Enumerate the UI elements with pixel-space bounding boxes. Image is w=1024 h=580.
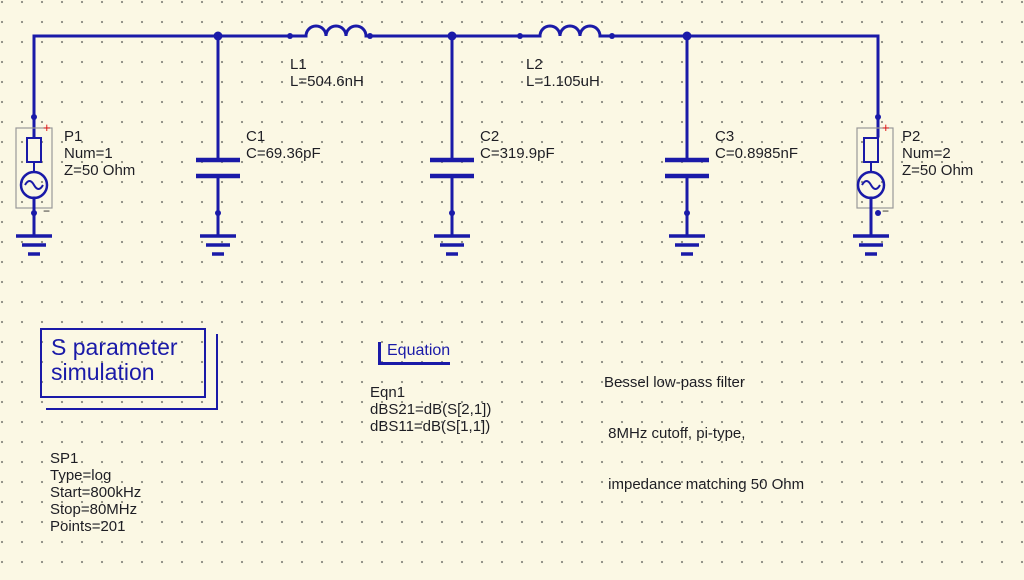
- equation-block-label: Equation: [387, 342, 451, 359]
- equation-name: Eqn1: [370, 384, 406, 401]
- filter-description-line3: impedance matching 50 Ohm: [604, 476, 805, 493]
- simulation-title-line2: simulation: [51, 359, 155, 385]
- s-parameter-simulation-block[interactable]: S parameter simulation: [40, 328, 206, 398]
- simulation-type: Type=log: [50, 467, 112, 484]
- inductor-l2[interactable]: [518, 24, 614, 38]
- c2-name: C2: [480, 128, 500, 145]
- p2-name: P2: [902, 128, 921, 145]
- capacitor-c3[interactable]: [665, 34, 709, 238]
- l2-label: L2 L=1.105uH: [526, 56, 600, 90]
- pin-node: [367, 33, 373, 39]
- p1-num: Num=1: [64, 145, 113, 162]
- c3-label: C3 C=0.8985nF: [715, 128, 798, 162]
- c3-value: C=0.8985nF: [715, 145, 798, 162]
- p1-impedance: Z=50 Ohm: [64, 162, 136, 179]
- l1-label: L1 L=504.6nH: [290, 56, 364, 90]
- filter-description-line2: 8MHz cutoff, pi-type,: [604, 425, 746, 442]
- simulation-points: Points=201: [50, 518, 126, 535]
- p1-name: P1: [64, 128, 83, 145]
- p1-label: P1 Num=1 Z=50 Ohm: [64, 128, 135, 179]
- equation-dbs21: dBS21=dB(S[2,1]): [370, 401, 492, 418]
- p2-num: Num=2: [902, 145, 951, 162]
- simulation-box-shadow: [46, 334, 218, 410]
- simulation-title-line1: S parameter: [51, 334, 178, 360]
- c1-value: C=69.36pF: [246, 145, 321, 162]
- pin-node: [517, 33, 523, 39]
- c2-label: C2 C=319.9pF: [480, 128, 555, 162]
- plus-sign: +: [882, 120, 890, 135]
- minus-sign: −: [43, 204, 51, 218]
- l2-name: L2: [526, 56, 543, 73]
- equation-dbs11: dBS11=dB(S[1,1]): [370, 418, 491, 435]
- pin-node: [287, 33, 293, 39]
- simulation-properties: SP1 Type=log Start=800kHz Stop=80MHz Poi…: [50, 450, 141, 535]
- ground-symbol[interactable]: [16, 234, 52, 256]
- c3-name: C3: [715, 128, 735, 145]
- simulation-stop: Stop=80MHz: [50, 501, 138, 518]
- l2-value: L=1.105uH: [526, 73, 600, 90]
- ground-symbol[interactable]: [669, 234, 705, 256]
- port-p2[interactable]: [856, 34, 894, 238]
- inductor-l1[interactable]: [288, 24, 374, 38]
- ground-symbol[interactable]: [434, 234, 470, 256]
- capacitor-c1[interactable]: [196, 34, 240, 238]
- filter-description-line1: Bessel low-pass filter: [604, 374, 745, 391]
- ground-symbol[interactable]: [853, 234, 889, 256]
- l1-name: L1: [290, 56, 307, 73]
- plus-sign: +: [43, 120, 51, 135]
- pin-node: [609, 33, 615, 39]
- c1-name: C1: [246, 128, 266, 145]
- simulation-start: Start=800kHz: [50, 484, 142, 501]
- capacitor-c2[interactable]: [430, 34, 474, 238]
- c2-value: C=319.9pF: [480, 145, 555, 162]
- p2-impedance: Z=50 Ohm: [902, 162, 974, 179]
- port-p1[interactable]: [15, 34, 53, 238]
- equation-block[interactable]: Equation: [378, 342, 451, 365]
- filter-description[interactable]: Bessel low-pass filter 8MHz cutoff, pi-t…: [604, 340, 804, 510]
- minus-sign: −: [882, 204, 890, 218]
- equation-properties: Eqn1 dBS21=dB(S[2,1]) dBS11=dB(S[1,1]): [370, 384, 491, 435]
- p2-label: P2 Num=2 Z=50 Ohm: [902, 128, 973, 179]
- c1-label: C1 C=69.36pF: [246, 128, 321, 162]
- l1-value: L=504.6nH: [290, 73, 364, 90]
- ground-symbol[interactable]: [200, 234, 236, 256]
- simulation-name: SP1: [50, 450, 79, 467]
